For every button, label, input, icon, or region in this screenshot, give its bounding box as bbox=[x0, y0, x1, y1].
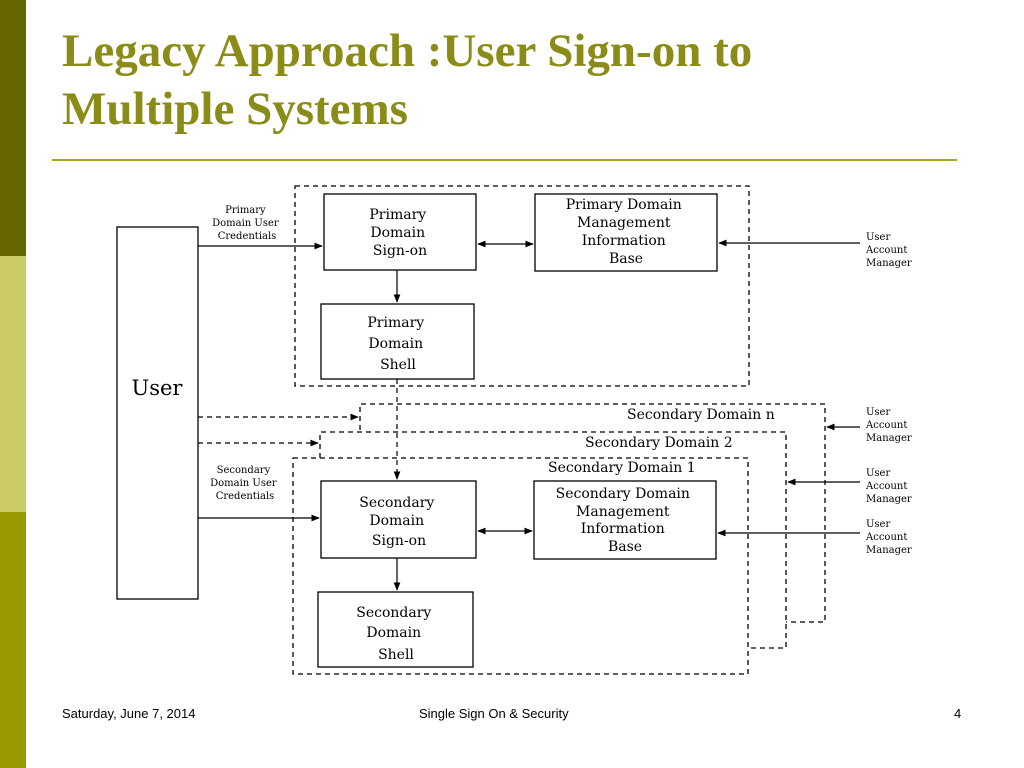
primary-mib-line: Primary Domain bbox=[566, 197, 682, 213]
primary-shell-line: Domain bbox=[368, 336, 423, 352]
user-box bbox=[116, 226, 199, 600]
secondary-credentials-line: Credentials bbox=[216, 491, 275, 502]
svg-text:User Account Manager: User Account Manager bbox=[865, 468, 912, 505]
svg-text:User Account Manager: User Account Manager bbox=[865, 232, 912, 269]
secondary-domain-2-container bbox=[319, 431, 787, 649]
primary-signon-box bbox=[323, 193, 477, 271]
uam-2-line: User bbox=[866, 468, 890, 479]
secondary-signon-line: Secondary bbox=[359, 495, 434, 511]
secondary-mib-line: Secondary Domain bbox=[556, 486, 690, 502]
uam-1-line: Account bbox=[865, 532, 907, 543]
uam-primary-line: Manager bbox=[866, 258, 912, 269]
primary-domain-container bbox=[294, 185, 750, 387]
uam-n-line: User bbox=[866, 407, 890, 418]
title-line-2: Multiple Systems bbox=[62, 83, 408, 135]
svg-text:Primary Domain Sign-on: Primary Domain Sign-on bbox=[369, 207, 430, 259]
primary-mib-line: Information bbox=[582, 233, 666, 249]
user-label: User bbox=[132, 376, 184, 400]
secondary-mib-line: Management bbox=[576, 504, 670, 520]
uam-2-line: Account bbox=[865, 481, 907, 492]
uam-primary-line: User bbox=[866, 232, 890, 243]
footer-date: Saturday, June 7, 2014 bbox=[62, 706, 196, 721]
side-band-light bbox=[0, 256, 26, 512]
svg-text:User Account Manager: User Account Manager bbox=[865, 407, 912, 444]
svg-text:Primary Domain Management: Primary Domain Management Information Ba… bbox=[566, 197, 687, 267]
title-line-1: Legacy Approach :User Sign-on to bbox=[62, 25, 753, 77]
secondary-domain-2-label: Secondary Domain 2 bbox=[585, 435, 733, 451]
primary-signon-line: Sign-on bbox=[373, 243, 427, 259]
primary-credentials-line: Credentials bbox=[218, 231, 277, 242]
secondary-credentials-line: Domain User bbox=[210, 478, 277, 489]
footer-title: Single Sign On & Security bbox=[419, 706, 569, 721]
uam-primary-line: Account bbox=[865, 245, 907, 256]
title-divider bbox=[52, 159, 957, 161]
secondary-signon-line: Domain bbox=[369, 513, 424, 529]
secondary-signon-line: Sign-on bbox=[372, 533, 426, 549]
uam-n-line: Account bbox=[865, 420, 907, 431]
secondary-mib-line: Information bbox=[581, 521, 665, 537]
secondary-shell-line: Domain bbox=[366, 625, 421, 641]
uam-1-line: Manager bbox=[866, 545, 912, 556]
slide-number: 4 bbox=[954, 706, 962, 721]
secondary-shell-box bbox=[317, 591, 474, 668]
primary-mib-line: Base bbox=[609, 251, 643, 267]
side-band-dark bbox=[0, 0, 26, 256]
primary-mib-line: Management bbox=[577, 215, 671, 231]
svg-text:Primary Domain User Cr: Primary Domain User Credentials bbox=[212, 205, 282, 242]
svg-text:User Account Manager: User Account Manager bbox=[865, 519, 912, 556]
svg-text:Secondary Domain Managemen: Secondary Domain Management Information … bbox=[556, 486, 695, 555]
primary-signon-line: Primary bbox=[369, 207, 426, 223]
uam-2-line: Manager bbox=[866, 494, 912, 505]
primary-signon-line: Domain bbox=[370, 225, 425, 241]
uam-n-line: Manager bbox=[866, 433, 912, 444]
svg-text:Secondary Domain Sign-: Secondary Domain Sign-on bbox=[359, 495, 439, 549]
secondary-domain-n-label: Secondary Domain n bbox=[627, 407, 775, 423]
svg-text:Secondary Domain User: Secondary Domain User Credentials bbox=[210, 465, 280, 502]
secondary-shell-line: Shell bbox=[378, 647, 414, 663]
secondary-credentials-line: Secondary bbox=[217, 465, 271, 476]
primary-credentials-line: Domain User bbox=[212, 218, 279, 229]
secondary-shell-line: Secondary bbox=[356, 605, 431, 621]
secondary-signon-box bbox=[320, 480, 477, 559]
svg-text:Secondary Domain Shell: Secondary Domain Shell bbox=[356, 605, 436, 663]
secondary-domain-1-container bbox=[292, 457, 749, 675]
uam-1-line: User bbox=[866, 519, 890, 530]
secondary-mib-box bbox=[533, 480, 717, 560]
primary-shell-line: Primary bbox=[367, 315, 424, 331]
secondary-domain-1-label: Secondary Domain 1 bbox=[548, 460, 696, 476]
svg-text:Primary Domain Shell: Primary Domain Shell bbox=[367, 315, 428, 373]
secondary-mib-line: Base bbox=[608, 539, 642, 555]
primary-shell-line: Shell bbox=[380, 357, 416, 373]
secondary-domain-n-container bbox=[359, 403, 826, 623]
side-band-olive bbox=[0, 512, 26, 768]
primary-credentials-line: Primary bbox=[225, 205, 266, 216]
primary-mib-box bbox=[534, 193, 718, 272]
slide-title: Legacy Approach :User Sign-on to Multipl… bbox=[62, 22, 962, 138]
